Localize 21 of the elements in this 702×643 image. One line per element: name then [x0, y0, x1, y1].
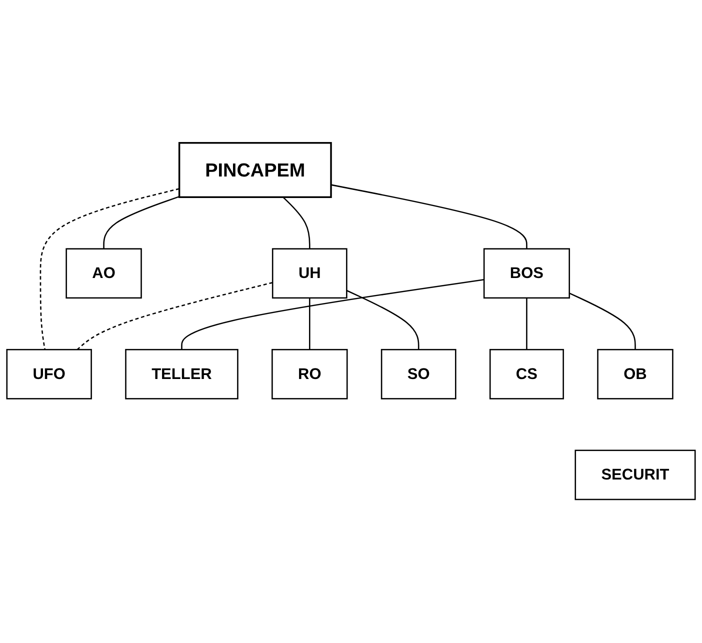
node-box: TELLER — [125, 349, 238, 400]
node-box: SECURIT — [574, 450, 696, 500]
connector — [309, 298, 310, 350]
connector — [330, 184, 528, 250]
node-box: UH — [272, 248, 348, 299]
node-box: PINCAPEM — [178, 142, 332, 198]
node-box: CS — [489, 349, 564, 400]
connector — [76, 282, 273, 350]
node-box: AO — [66, 248, 142, 299]
connector — [181, 279, 484, 350]
connector — [282, 197, 310, 250]
connector — [526, 298, 528, 350]
node-box: RO — [272, 349, 348, 400]
connector — [569, 292, 636, 350]
connector — [40, 188, 180, 350]
node-box: OB — [597, 349, 674, 400]
node-box: UFO — [6, 349, 92, 400]
connector — [103, 196, 180, 250]
node-box: SO — [380, 349, 456, 400]
connector — [346, 290, 420, 350]
node-box: BOS — [483, 248, 570, 299]
